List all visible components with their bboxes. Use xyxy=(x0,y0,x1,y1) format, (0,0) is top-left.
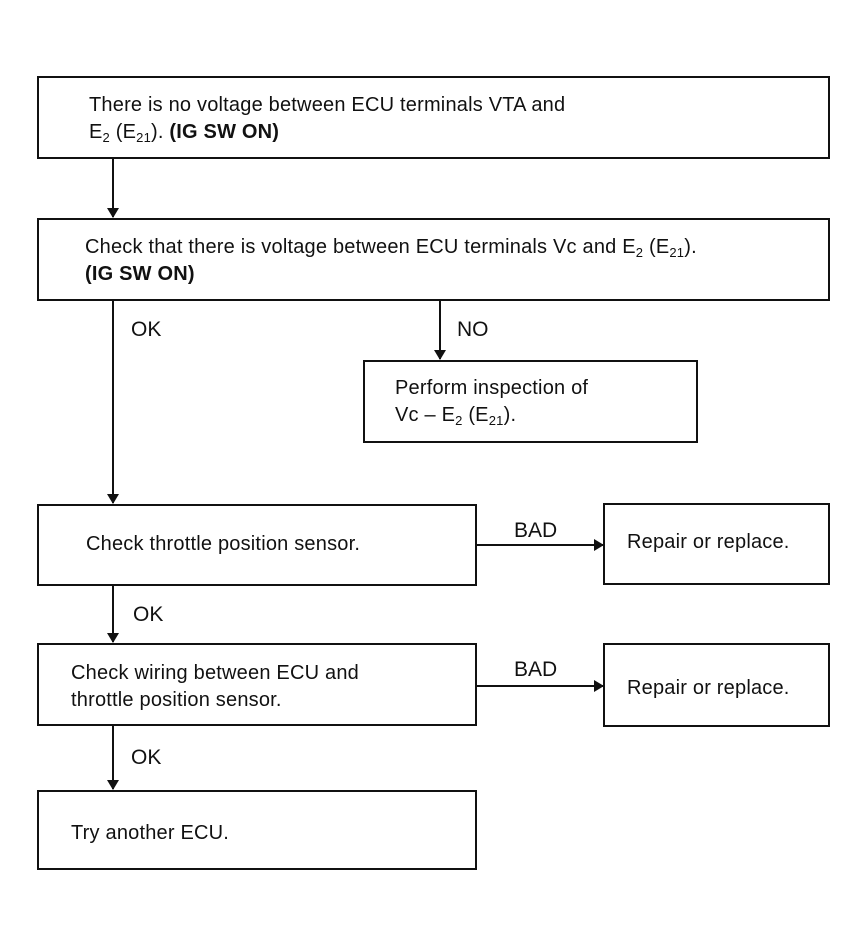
box-repair-wiring: Repair or replace. xyxy=(603,643,830,727)
label-no-check-vc: NO xyxy=(457,318,489,341)
box-check-vc-line2: (IG SW ON) xyxy=(85,263,195,285)
box-inspect-vc-line2: Vc – E2 (E21). xyxy=(395,404,517,428)
box-repair-sensor: Repair or replace. xyxy=(603,503,830,585)
label-ok-wiring: OK xyxy=(131,746,162,769)
box-check-wiring-line2: throttle position sensor. xyxy=(71,689,282,711)
label-bad-wiring: BAD xyxy=(514,658,558,681)
box-try-another-ecu: Try another ECU. xyxy=(37,790,477,870)
label-bad-sensor: BAD xyxy=(514,519,558,542)
box-check-sensor-text: Check throttle position sensor. xyxy=(86,533,361,555)
label-ok-check-vc: OK xyxy=(131,318,162,341)
box-no-voltage-line2: E2 (E21). (IG SW ON) xyxy=(89,121,280,145)
box-inspect-vc: Perform inspection of Vc – E2 (E21). xyxy=(363,360,698,443)
box-repair-sensor-text: Repair or replace. xyxy=(627,531,790,553)
box-check-sensor: Check throttle position sensor. xyxy=(37,504,477,586)
box-check-wiring-line1: Check wiring between ECU and xyxy=(71,662,359,684)
label-ok-sensor: OK xyxy=(133,603,164,626)
box-inspect-vc-line1: Perform inspection of xyxy=(395,377,589,399)
box-check-vc-line1: Check that there is voltage between ECU … xyxy=(85,236,697,260)
box-try-another-ecu-text: Try another ECU. xyxy=(71,822,230,844)
box-check-wiring: Check wiring between ECU and throttle po… xyxy=(37,643,477,726)
box-no-voltage: There is no voltage between ECU terminal… xyxy=(37,76,830,159)
box-check-vc-voltage: Check that there is voltage between ECU … xyxy=(37,218,830,301)
box-no-voltage-line1: There is no voltage between ECU terminal… xyxy=(89,94,566,116)
box-repair-wiring-text: Repair or replace. xyxy=(627,677,790,699)
